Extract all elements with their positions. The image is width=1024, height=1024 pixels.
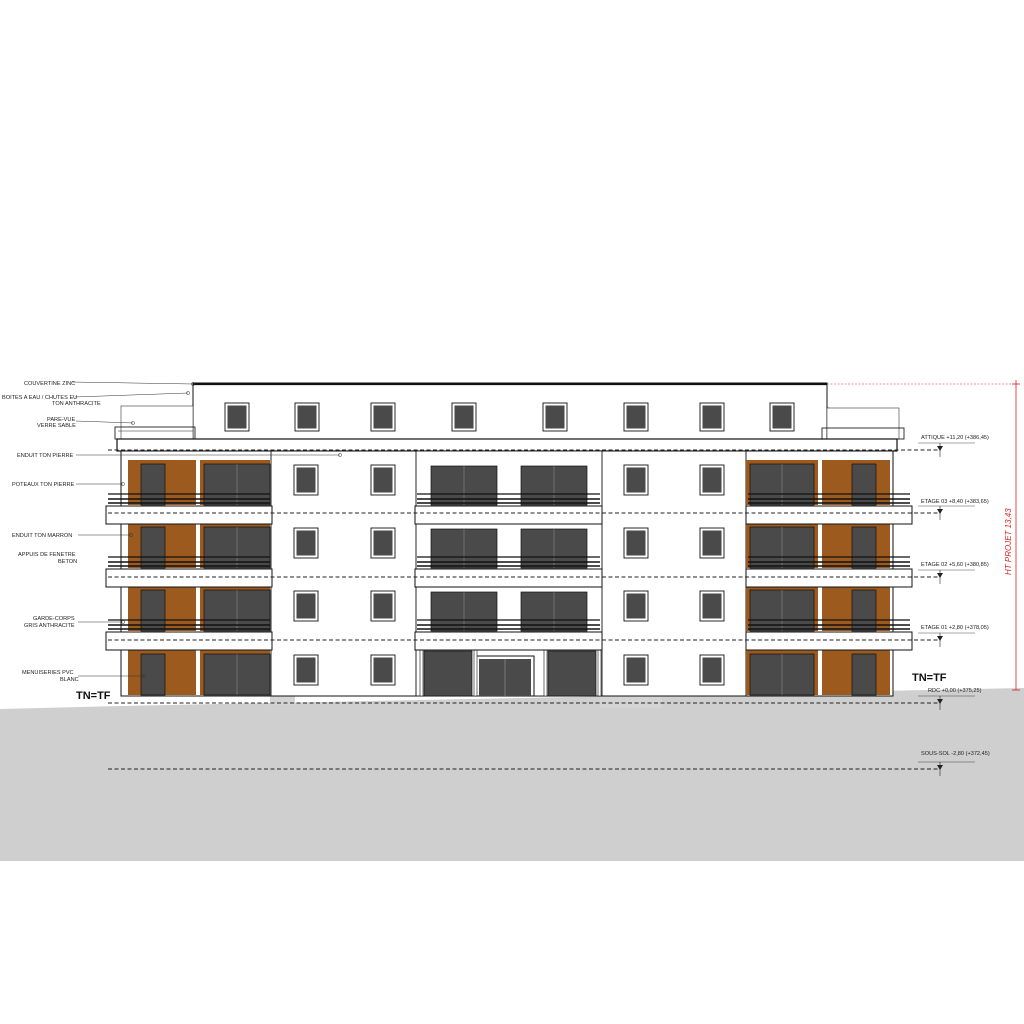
level-marker [937,699,943,704]
leader-dot [186,391,190,395]
entrance-side-glazing [547,650,597,697]
window [702,467,722,493]
balcony-slab [105,505,273,525]
door [851,463,877,506]
window [626,467,646,493]
level-marker [937,446,943,451]
level-attique: ATTIQUE +11,20 (+386,45) [921,435,989,441]
annotation-enduit-marron: ENDUIT TON MARRON [12,533,72,539]
annotation-enduit-pierre: ENDUIT TON PIERRE [17,453,74,459]
window [296,593,316,619]
attique-window [454,405,474,429]
window [296,657,316,683]
height-dimension: HT PROJET 13,43 [827,380,1020,691]
level-etage-02: ETAGE 02 +5,60 (+380,85) [921,562,989,568]
annotation-appuis: APPUIS DE FENETRE [18,552,76,558]
level-sous-sol: SOUS-SOL -2,80 (+372,45) [921,751,990,757]
window [373,593,393,619]
annotation-boites-eau: BOITES A EAU / CHUTES EU [2,395,77,401]
annotation-appuis-material: BETON [58,559,77,565]
leader-line [75,420,134,424]
leader-line [71,381,194,385]
leader-dot [142,674,146,678]
door [140,463,166,506]
leader-dot [129,533,133,537]
level-etage-01: ETAGE 01 +2,80 (+378,05) [921,625,989,631]
balcony-slab [745,631,913,651]
window [373,530,393,556]
balcony-slab [105,568,273,588]
window [373,467,393,493]
ground-section [0,688,1024,861]
window [373,657,393,683]
annotation-couvertine: COUVERTINE ZINC [24,381,75,387]
leader-dot [121,620,125,624]
window [702,593,722,619]
column [473,649,478,697]
attique-window [373,405,393,429]
annotation-pare-vue: PARE-VUE [47,417,75,423]
window [702,657,722,683]
leader-dot [131,421,135,425]
annotation-menuiseries: MENUISERIES PVC [22,670,74,676]
window [626,530,646,556]
balcony-slab [414,505,603,525]
annotation-leaders [71,381,342,678]
attique-window [702,405,722,429]
annotation-pare-vue-material: VERRE SABLE [37,423,76,429]
door [851,526,877,569]
attique-window [227,405,247,429]
attique-window [297,405,317,429]
balcony-slab [745,505,913,525]
leader-dot [338,453,342,457]
annotation-menuiseries-color: BLANC [60,677,79,683]
tn-label-right: TN=TF [912,672,947,684]
column [597,649,602,697]
entrance-side-glazing [423,650,473,697]
level-marker [937,509,943,514]
balcony-slab [745,568,913,588]
leader-line [74,392,189,398]
level-labels: ATTIQUE +11,20 (+386,45) ETAGE 03 +8,40 … [921,435,990,757]
window [296,467,316,493]
level-etage-03: ETAGE 03 +8,40 (+383,65) [921,499,989,505]
balcony-slab [414,631,603,651]
level-lines [108,442,975,776]
door [851,653,877,696]
window [702,530,722,556]
balconies [105,493,913,651]
balcony-slab [105,631,273,651]
leader-dot [121,482,125,486]
tn-label-left: TN=TF [76,690,111,702]
level-marker [937,636,943,641]
window [296,530,316,556]
balcony-slab [414,568,603,588]
height-label: HT PROJET 13,43 [1004,508,1013,575]
door [140,526,166,569]
attique-window [545,405,565,429]
window [626,657,646,683]
annotation-garde-corps: GARDE-CORPS [33,616,75,622]
annotation-garde-corps-color: GRIS ANTHRACITE [24,623,75,629]
annotation-boites-eau-color: TON ANTHRACITE [52,401,101,407]
annotations: COUVERTINE ZINC BOITES A EAU / CHUTES EU… [2,381,101,683]
column [543,649,548,697]
level-marker [937,573,943,578]
attique-window [626,405,646,429]
column [419,649,424,697]
window [626,593,646,619]
annotation-poteaux: POTEAUX TON PIERRE [12,482,75,488]
level-rdc: RDC +0,00 (+375,25) [928,688,982,694]
door [140,653,166,696]
level-marker [937,765,943,770]
leader-dot [191,382,195,386]
door [140,589,166,632]
attique-window [772,405,792,429]
door [851,589,877,632]
